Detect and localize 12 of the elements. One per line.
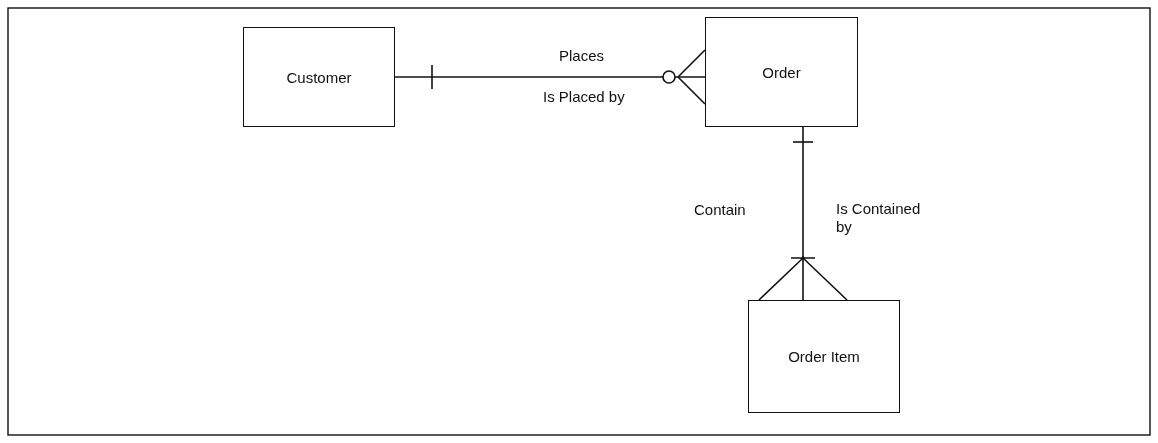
relationship-label: Is Placed by	[543, 88, 626, 106]
entity-name: Order Item	[788, 348, 860, 365]
entity-name: Customer	[286, 68, 352, 86]
relationship-line	[394, 49, 706, 105]
entity-box	[243, 27, 395, 127]
relationship-line	[758, 126, 848, 301]
entity-box	[705, 17, 858, 127]
entity-name: Order	[762, 63, 801, 81]
relationship-label: Is Contained by	[836, 200, 922, 236]
entity-box	[748, 300, 900, 413]
edge-label: Places	[559, 47, 605, 65]
edge-label: Contain	[694, 201, 746, 219]
